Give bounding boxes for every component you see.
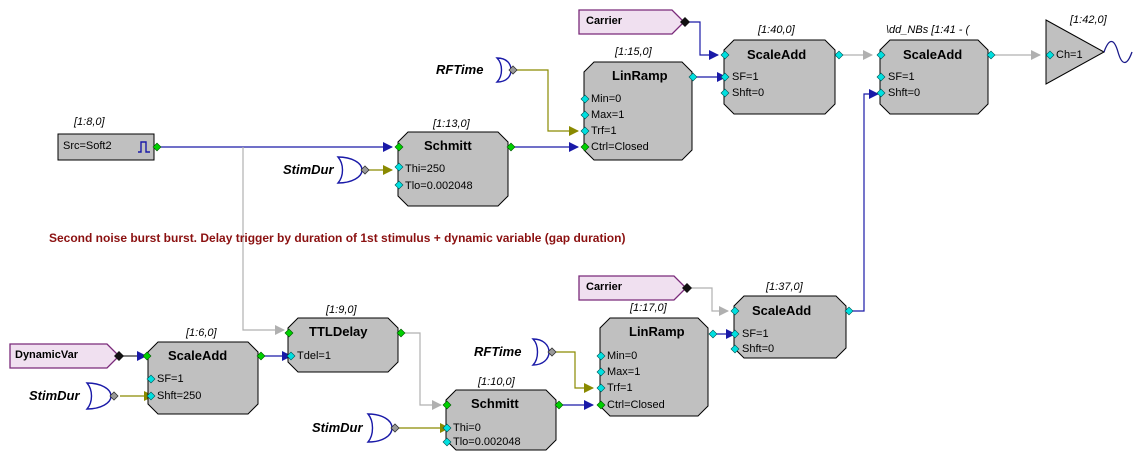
annotation-note: Second noise burst burst. Delay trigger …: [49, 231, 626, 245]
block-bodies: [147, 39, 989, 451]
label-shields: [85, 57, 550, 443]
ports-cyan: [146, 50, 1055, 447]
ttldelay-index: [1:9,0]: [326, 304, 357, 316]
rftime2-shield: [531, 338, 550, 366]
scaleadd2-body: [879, 39, 989, 115]
dac-index: [1:42,0]: [1070, 14, 1107, 26]
sine-wave-icon: [1103, 40, 1133, 64]
linramp1-trf: Trf=1: [591, 125, 617, 137]
linramp2-min: Min=0: [607, 350, 638, 362]
linramp2-index: [1:17,0]: [630, 302, 667, 314]
src-index: [1:8,0]: [74, 116, 105, 128]
scaleadd3-body: [147, 341, 259, 415]
stimdur3-shield: [366, 413, 393, 443]
scaleadd1-index: [1:40,0]: [758, 24, 795, 36]
rftime1-shield: [495, 57, 512, 83]
dynamicvar-label[interactable]: DynamicVar: [15, 349, 78, 361]
schmitt1-thi: Thi=250: [405, 163, 446, 175]
scaleadd4-shft: Shft=0: [742, 343, 775, 355]
dac-body: [1045, 19, 1106, 85]
linramp2-max: Max=1: [607, 366, 641, 378]
carrier2-tag: [578, 275, 687, 301]
schmitt2-thi: Thi=0: [453, 422, 481, 434]
scaleadd1-sf: SF=1: [732, 71, 759, 83]
tag-output-dots: [114, 17, 692, 361]
dynamicvar-tag: [9, 343, 120, 369]
schmitt2-tlo: Tlo=0.002048: [453, 436, 521, 448]
ports-green: [142, 142, 606, 410]
linramp1-min: Min=0: [591, 93, 622, 105]
linramp1-index: [1:15,0]: [615, 46, 652, 58]
schmitt1-body: [397, 131, 509, 207]
stimdur2-shield: [85, 382, 112, 410]
scaleadd1-body: [723, 39, 836, 115]
dac-channel[interactable]: Ch=1: [1056, 49, 1083, 61]
wire-carrier1-scaleadd1: [686, 21, 719, 60]
linramp2-ctrl: Ctrl=Closed: [607, 399, 665, 411]
scaleadd3-index: [1:6,0]: [186, 327, 217, 339]
wire-rftime2-linramp2: [553, 351, 594, 393]
pulse-icon: [138, 141, 150, 153]
linramp2-trf: Trf=1: [607, 382, 633, 394]
linramp2-title[interactable]: LinRamp: [629, 324, 685, 339]
scaleadd3-shft: Shft=250: [157, 390, 202, 402]
wires: [120, 21, 1041, 433]
stimdur1-shield: [336, 156, 363, 184]
scaleadd2-index: \dd_NBs [1:41 - (: [886, 24, 970, 36]
carrier1-label[interactable]: Carrier: [586, 15, 623, 27]
scaleadd2-title[interactable]: ScaleAdd: [903, 47, 963, 62]
stimdur1-label[interactable]: StimDur: [283, 162, 334, 177]
schmitt2-body: [445, 389, 557, 451]
wire-ttldelay-schmitt2: [402, 332, 442, 410]
schmitt1-title[interactable]: Schmitt: [424, 138, 472, 153]
scaleadd3-sf: SF=1: [157, 373, 184, 385]
wire-src-ttldelay: [242, 147, 285, 335]
scaleadd4-title[interactable]: ScaleAdd: [752, 303, 812, 318]
rftime2-label[interactable]: RFTime: [474, 344, 522, 359]
src-param[interactable]: Src=Soft2: [63, 140, 112, 152]
scaleadd3-title[interactable]: ScaleAdd: [168, 348, 228, 363]
carrier2-label[interactable]: Carrier: [586, 281, 623, 293]
wire-scaleadd4-scaleadd2: [849, 89, 879, 312]
src-block-body: [57, 133, 155, 161]
param-tags: [9, 9, 687, 369]
scaleadd1-shft: Shft=0: [732, 87, 765, 99]
schmitt2-index: [1:10,0]: [478, 376, 515, 388]
linramp1-title[interactable]: LinRamp: [612, 68, 668, 83]
carrier1-tag: [578, 9, 685, 35]
schmitt1-index: [1:13,0]: [433, 118, 470, 130]
stimdur3-label[interactable]: StimDur: [312, 420, 363, 435]
scaleadd4-index: [1:37,0]: [766, 281, 803, 293]
schmitt1-tlo: Tlo=0.002048: [405, 180, 473, 192]
stimdur2-label[interactable]: StimDur: [29, 388, 80, 403]
ttldelay-tdel: Tdel=1: [297, 350, 331, 362]
scaleadd4-sf: SF=1: [742, 328, 769, 340]
ttldelay-title[interactable]: TTLDelay: [309, 324, 368, 339]
wire-rftime1-linramp1: [515, 69, 579, 136]
ttldelay-body: [287, 317, 399, 373]
schmitt2-title[interactable]: Schmitt: [471, 396, 519, 411]
wire-carrier2-scaleadd4: [688, 287, 729, 316]
shield-pins: [109, 65, 557, 433]
scaleadd2-shft: Shft=0: [888, 87, 921, 99]
linramp1-max: Max=1: [591, 109, 625, 121]
scaleadd2-sf: SF=1: [888, 71, 915, 83]
scaleadd1-title[interactable]: ScaleAdd: [747, 47, 807, 62]
scaleadd4-body: [733, 295, 847, 359]
linramp1-ctrl: Ctrl=Closed: [591, 141, 649, 153]
rftime1-label[interactable]: RFTime: [436, 62, 484, 77]
